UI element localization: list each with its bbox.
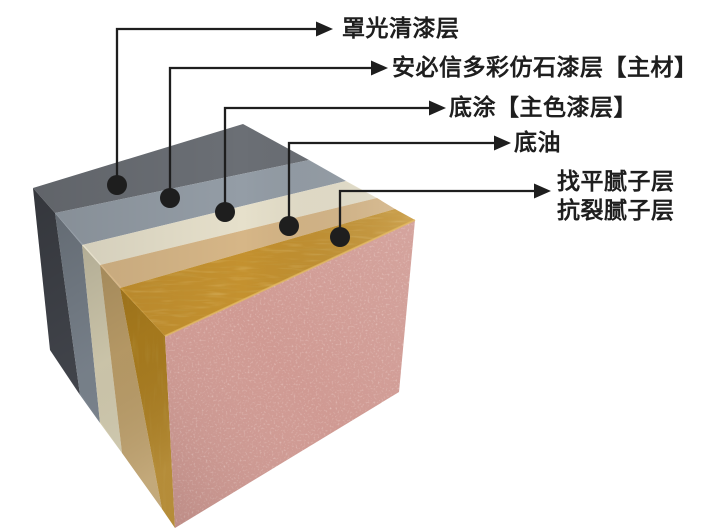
callout-line-1 (115, 27, 319, 185)
callout-line-3 (223, 106, 432, 212)
block-front-face (164, 219, 416, 528)
callout-line-2 (168, 66, 374, 198)
callout-dot-1 (107, 175, 127, 195)
callout-line-5 (338, 189, 537, 237)
callout-dot-4 (279, 216, 299, 236)
callout-arrow-2 (371, 60, 388, 76)
callout-line-4 (287, 141, 497, 226)
callout-dot-2 (160, 188, 180, 208)
callout-dot-3 (215, 202, 235, 222)
callout-arrow-3 (429, 100, 446, 116)
callout-label-clear-topcoat: 罩光清漆层 (342, 16, 460, 42)
gold-edge-highlight (164, 219, 416, 337)
callout-arrow-1 (316, 21, 333, 37)
callout-arrow-5 (534, 183, 551, 199)
callout-label-anticrack-putty: 抗裂腻子层 (557, 198, 675, 224)
callout-dot-5 (330, 227, 350, 247)
left-face-shading (33, 188, 175, 528)
callout-arrow-4 (494, 135, 511, 151)
callout-label-putty: 找平腻子层 抗裂腻子层 (557, 168, 675, 226)
front-face-shading (165, 220, 415, 528)
callout-label-stone-paint: 安必信多彩仿石漆层【主材】 (392, 55, 698, 81)
top-face-shading (33, 124, 415, 336)
callout-label-primer: 底涂【主色漆层】 (449, 95, 637, 121)
callouts (107, 21, 551, 247)
block-left-face (33, 188, 175, 528)
callout-label-leveling-putty: 找平腻子层 (557, 169, 675, 195)
callout-label-base-oil: 底油 (514, 130, 561, 156)
